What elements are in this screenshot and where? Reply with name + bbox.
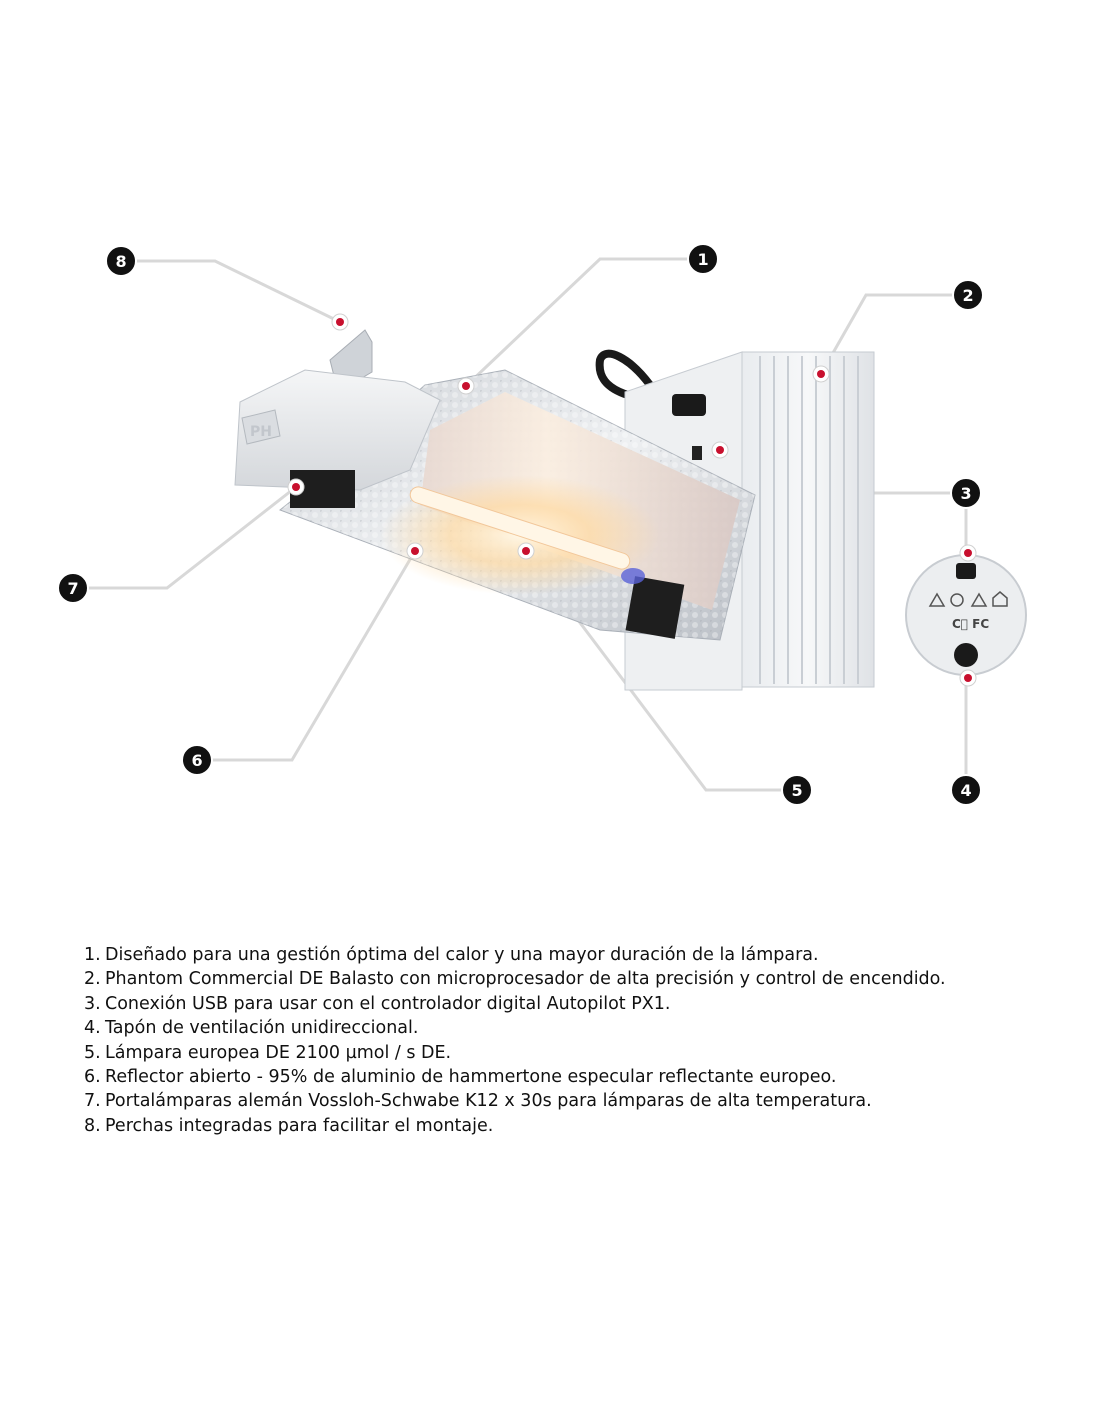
feature-number: 8. bbox=[84, 1115, 101, 1136]
cap-logo-text: PH bbox=[250, 424, 272, 440]
callout-3: 3 bbox=[950, 477, 982, 509]
callout-4-number: 4 bbox=[960, 781, 971, 800]
feature-number: 3. bbox=[84, 993, 101, 1014]
marker-dot bbox=[817, 370, 825, 378]
callout-4: 4 bbox=[950, 774, 982, 806]
callout-5: 5 bbox=[781, 774, 813, 806]
usb-port bbox=[692, 446, 702, 460]
marker-dot bbox=[462, 382, 470, 390]
feature-number: 5. bbox=[84, 1042, 101, 1063]
marker-dot bbox=[964, 674, 972, 682]
leader-line-1 bbox=[464, 257, 703, 388]
housing-cap: PH bbox=[234, 329, 441, 508]
callout-7-number: 7 bbox=[67, 579, 78, 598]
ballast-fins bbox=[759, 356, 859, 684]
callouts: 1 2 3 4 5 6 7 8 bbox=[57, 243, 984, 806]
feature-text: Reflector abierto - 95% de aluminio de h… bbox=[105, 1067, 837, 1088]
leader-lines bbox=[73, 257, 968, 792]
feature-number: 7. bbox=[84, 1091, 101, 1112]
callout-8: 8 bbox=[105, 245, 137, 277]
cap-logo bbox=[241, 409, 281, 445]
callout-6: 6 bbox=[181, 744, 213, 776]
callout-8-number: 8 bbox=[115, 252, 126, 271]
feature-item: 7.Portalámparas alemán Vossloh-Schwabe K… bbox=[84, 1089, 1084, 1113]
feature-text: Lámpara europea DE 2100 µmol / s DE. bbox=[105, 1042, 452, 1063]
feature-item: 8.Perchas integradas para facilitar el m… bbox=[84, 1114, 1084, 1138]
marker-dot bbox=[411, 547, 419, 555]
callout-7: 7 bbox=[57, 572, 89, 604]
inset-warning-icons bbox=[928, 591, 1008, 607]
leader-line-2 bbox=[819, 293, 968, 375]
feature-number: 2. bbox=[84, 969, 101, 990]
feature-number: 4. bbox=[84, 1018, 101, 1039]
leader-line-6 bbox=[197, 550, 417, 762]
leader-line-8 bbox=[121, 259, 341, 324]
feature-item: 1.Diseñado para una gestión óptima del c… bbox=[84, 943, 1084, 967]
callout-1-number: 1 bbox=[697, 250, 708, 269]
leader-line-7 bbox=[73, 485, 297, 590]
feature-number: 6. bbox=[84, 1067, 101, 1088]
cap-top bbox=[234, 369, 441, 491]
power-plug bbox=[672, 394, 706, 416]
vent-plug bbox=[954, 643, 978, 667]
feature-list: 1.Diseñado para una gestión óptima del c… bbox=[84, 943, 1084, 1138]
product-diagram: PH C⃝ FC 1 2 3 4 5 6 7 8 bbox=[57, 243, 1027, 806]
feature-item: 2.Phantom Commercial DE Balasto con micr… bbox=[84, 967, 1084, 991]
callout-3-number: 3 bbox=[960, 484, 971, 503]
feature-item: 3.Conexión USB para usar con el controla… bbox=[84, 992, 1084, 1016]
callout-1: 1 bbox=[687, 243, 719, 275]
callout-6-number: 6 bbox=[191, 751, 202, 770]
lamp-socket-right bbox=[625, 576, 685, 639]
leader-line-5 bbox=[524, 550, 797, 792]
ballast-body bbox=[741, 351, 875, 688]
inset-cert-marks: C⃝ FC bbox=[952, 617, 989, 631]
inset-usb-port bbox=[956, 563, 976, 579]
callout-5-number: 5 bbox=[791, 781, 802, 800]
feature-text: Perchas integradas para facilitar el mon… bbox=[105, 1115, 494, 1136]
feature-item: 6.Reflector abierto - 95% de aluminio de… bbox=[84, 1065, 1084, 1089]
feature-text: Diseñado para una gestión óptima del cal… bbox=[105, 945, 819, 965]
lamp-tube bbox=[409, 486, 631, 570]
marker-dot bbox=[292, 483, 300, 491]
feature-item: 5.Lámpara europea DE 2100 µmol / s DE. bbox=[84, 1041, 1084, 1065]
feature-number: 1. bbox=[84, 945, 101, 965]
marker-dot bbox=[336, 318, 344, 326]
feature-text: Phantom Commercial DE Balasto con microp… bbox=[105, 969, 946, 990]
feature-item: 4.Tapón de ventilación unidireccional. bbox=[84, 1016, 1084, 1040]
feature-text: Portalámparas alemán Vossloh-Schwabe K12… bbox=[105, 1091, 872, 1112]
lamp-tip-glow bbox=[621, 568, 645, 584]
vent-inset: C⃝ FC bbox=[905, 554, 1027, 676]
markers bbox=[287, 313, 977, 687]
marker-dot bbox=[716, 446, 724, 454]
feature-text: Tapón de ventilación unidireccional. bbox=[105, 1018, 419, 1039]
callout-2: 2 bbox=[952, 279, 984, 311]
marker-dot bbox=[964, 549, 972, 557]
feature-text: Conexión USB para usar con el controlado… bbox=[105, 993, 671, 1014]
marker-dot bbox=[522, 547, 530, 555]
callout-2-number: 2 bbox=[962, 286, 973, 305]
